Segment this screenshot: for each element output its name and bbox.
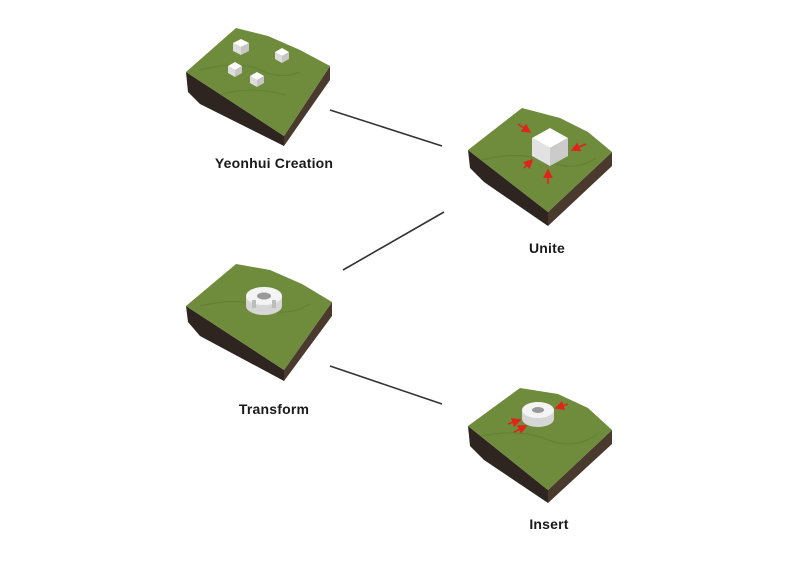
arrow-icon (522, 158, 534, 170)
arrow-icon (554, 400, 569, 411)
connector-line-2 (342, 211, 445, 271)
terrain-side-face (548, 430, 612, 503)
connector-line-3 (329, 365, 443, 405)
ring-mass (522, 402, 554, 427)
terrain-side-face (284, 66, 330, 146)
mass-cube (275, 48, 289, 63)
mass-cube (250, 72, 264, 87)
stage-label-transform: Transform (238, 401, 310, 417)
stage-label-yeonhui-creation: Yeonhui Creation (214, 155, 334, 171)
terrain-model-unite (468, 108, 612, 226)
terrain-side-face (284, 302, 332, 381)
terrain-top-surface (468, 388, 612, 490)
terrain-model-yeonhui-creation (186, 28, 330, 146)
terrain-front-face (468, 426, 548, 503)
terrain-model-insert (468, 388, 612, 503)
arrow-icon (507, 417, 522, 428)
arrow-icon (517, 123, 532, 133)
mass-cube (228, 62, 242, 77)
connector-line-1 (329, 109, 443, 147)
stage-label-insert: Insert (529, 516, 569, 532)
terrain-top-surface (186, 264, 332, 370)
ring-mass (246, 287, 282, 315)
terrain-front-face (186, 72, 284, 146)
terrain-side-face (548, 152, 612, 226)
arrow-icon (570, 142, 587, 152)
mass-cube (233, 39, 249, 55)
terrain-front-face (186, 306, 284, 381)
arrow-icon (513, 425, 528, 434)
mass-block (532, 128, 568, 166)
terrain-model-transform (186, 264, 332, 381)
terrain-front-face (468, 150, 548, 226)
stage-label-unite: Unite (529, 240, 565, 256)
